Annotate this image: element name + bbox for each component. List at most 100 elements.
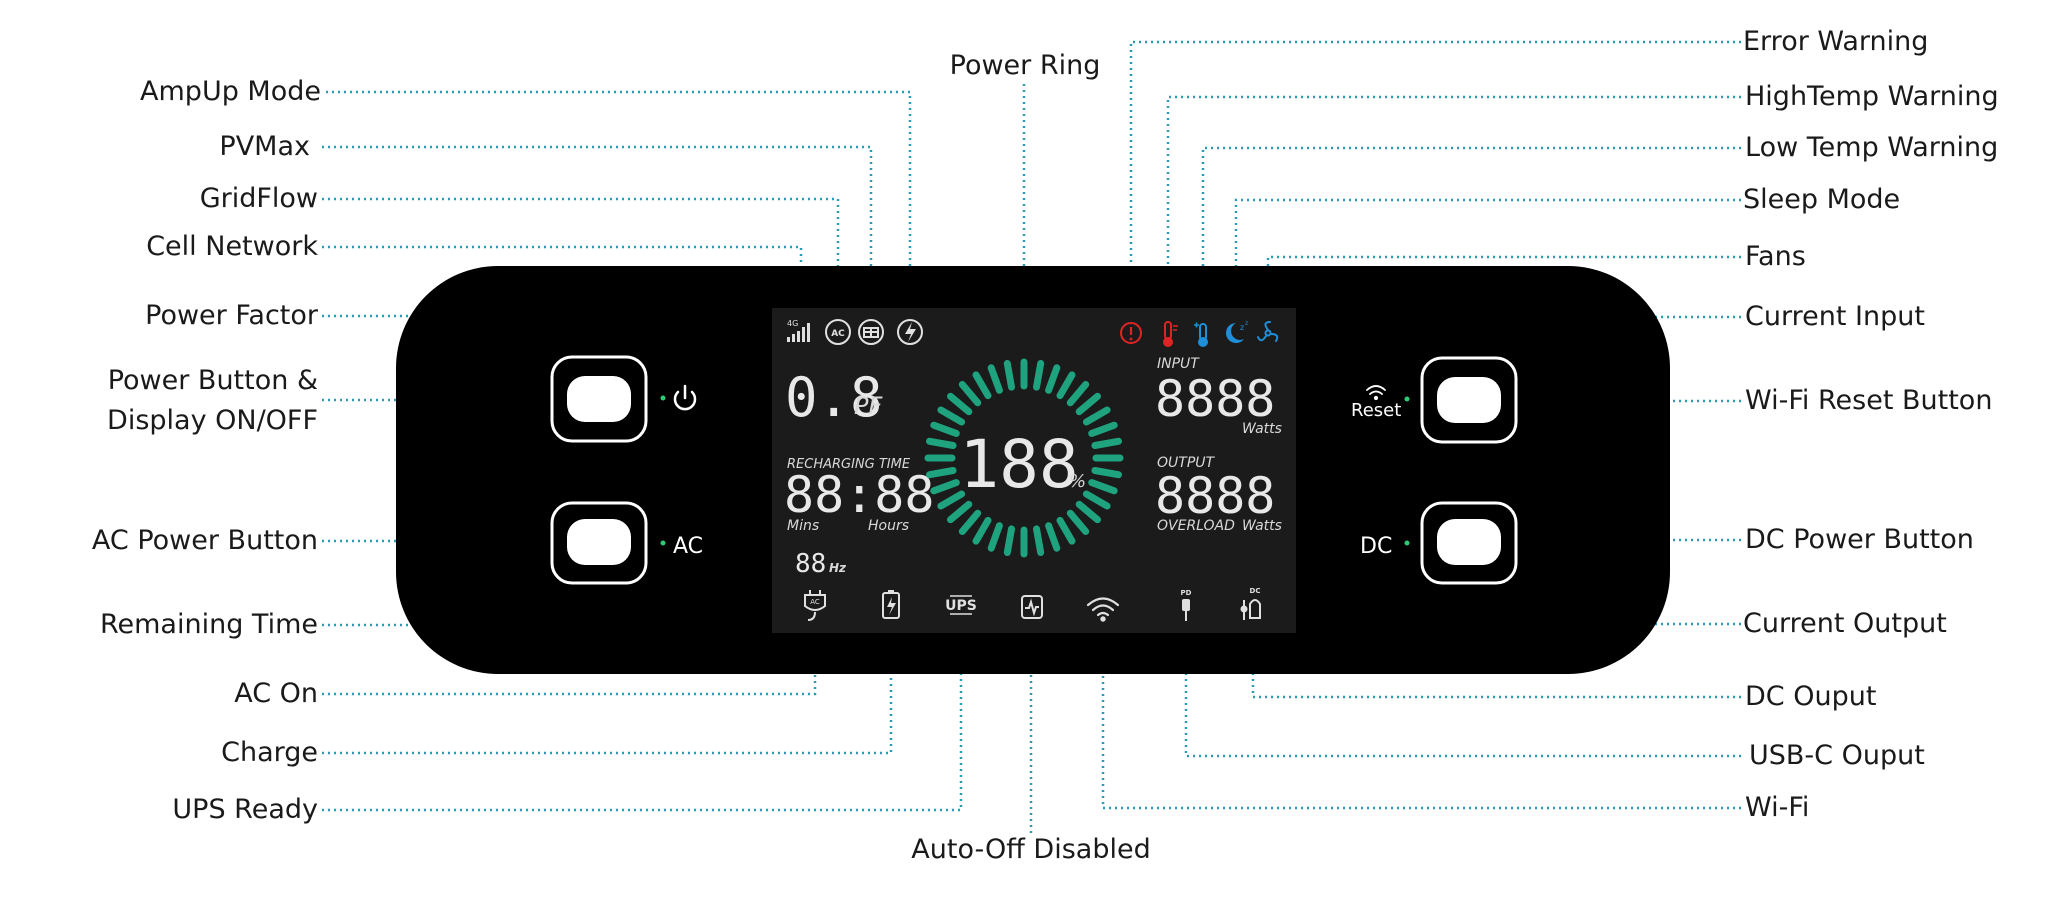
sleep-mode-icon: z z [1226, 320, 1248, 343]
svg-text:4G: 4G [787, 319, 798, 328]
hightemp-warning-icon [1163, 321, 1178, 347]
ampup-mode-icon [897, 319, 923, 345]
pvmax-icon [858, 319, 884, 345]
label-remaining-time: Remaining Time [99, 609, 318, 640]
power-factor-unit: PF [854, 392, 883, 420]
svg-text:z: z [1240, 323, 1244, 332]
ring-segment [987, 364, 1003, 394]
ring-segment [926, 467, 957, 479]
mins-label: Mins [787, 518, 819, 534]
recharging-time-label: RECHARGING TIME [787, 457, 911, 472]
dc-button-label: DC [1360, 534, 1392, 559]
power-button[interactable] [550, 355, 648, 443]
wifi-icon [1086, 597, 1120, 622]
ring-value: 188 [959, 426, 1078, 503]
label-power-button-line2: Display ON/OFF [107, 405, 318, 436]
usbc-output-icon: PD [1181, 589, 1192, 621]
power-led [660, 395, 666, 401]
ring-segment [1088, 421, 1118, 437]
ring-segment [1045, 522, 1061, 552]
ring-segment [947, 392, 973, 416]
ring-segment [1082, 406, 1111, 426]
dc-power-button[interactable] [1420, 501, 1518, 585]
ring-segment [1082, 490, 1111, 510]
wifi-reset-button[interactable] [1420, 356, 1518, 444]
lcd-screen [772, 308, 1296, 633]
ring-segment [1075, 392, 1101, 416]
gridflow-icon: AC [825, 319, 851, 345]
reset-led [1404, 396, 1410, 402]
svg-text:UPS: UPS [945, 598, 977, 614]
ring-segment [937, 490, 966, 510]
label-error-warning: Error Warning [1743, 26, 1929, 57]
ring-segment [1003, 525, 1015, 556]
ac-power-button[interactable] [550, 501, 648, 585]
ring-segment [926, 437, 957, 449]
ring-segment [958, 509, 982, 535]
hours-label: Hours [868, 518, 909, 534]
power-icon [673, 384, 697, 411]
label-ampup-mode: AmpUp Mode [140, 76, 321, 107]
ring-segment [972, 371, 992, 400]
error-warning-icon [1120, 322, 1142, 344]
label-ac-power-button: AC Power Button [91, 525, 318, 556]
ring-segment [1056, 371, 1076, 400]
ups-ready-icon: UPS [945, 595, 977, 615]
svg-text:z: z [1245, 320, 1248, 327]
ring-segment [1045, 364, 1061, 394]
output-value: 8888 [1155, 467, 1275, 525]
overload-label: OVERLOAD [1157, 518, 1235, 534]
ring-segment [1091, 437, 1122, 449]
input-label: INPUT [1157, 356, 1200, 372]
ring-segment [987, 522, 1003, 552]
auto-off-disabled-icon [1021, 595, 1043, 619]
dc-led [1404, 540, 1410, 546]
label-current-output: Current Output [1743, 608, 1947, 639]
power-factor-value: 0.8 [785, 366, 883, 429]
hz-value: 88 [795, 549, 826, 579]
output-label: OUTPUT [1157, 455, 1216, 471]
input-unit: Watts [1242, 421, 1282, 437]
ring-segment [1033, 360, 1045, 391]
label-current-input: Current Input [1745, 301, 1925, 332]
ring-segment [947, 500, 973, 524]
label-lowtemp-warning: Low Temp Warning [1745, 132, 1999, 163]
label-wifi: Wi-Fi [1745, 792, 1810, 823]
label-power-factor: Power Factor [145, 300, 318, 331]
svg-text:PD: PD [1181, 589, 1192, 597]
svg-text:DC: DC [1250, 587, 1261, 595]
label-wifi-reset-button: Wi-Fi Reset Button [1745, 385, 1993, 416]
label-usbc-output: USB-C Ouput [1749, 740, 1925, 771]
charge-icon [882, 590, 900, 619]
ring-segment [958, 381, 982, 407]
label-hightemp-warning: HighTemp Warning [1745, 81, 1999, 112]
svg-text:AC: AC [810, 598, 820, 606]
ring-segment [972, 516, 992, 545]
label-gridflow: GridFlow [199, 183, 318, 214]
label-pvmax: PVMax [219, 131, 310, 162]
ring-segment [1003, 360, 1015, 391]
label-charge: Charge [221, 737, 318, 768]
ring-segment [1088, 479, 1118, 495]
label-dc-power-button: DC Power Button [1745, 524, 1974, 555]
ring-segment [1075, 500, 1101, 524]
dc-output-icon: DC [1240, 587, 1261, 620]
ring-segment [937, 406, 966, 426]
hz-unit: Hz [829, 561, 847, 575]
input-value: 8888 [1155, 370, 1275, 428]
reset-wifi-icon [1366, 385, 1386, 401]
ring-segment [930, 421, 960, 437]
svg-text:AC: AC [831, 329, 845, 339]
label-auto-off-disabled: Auto-Off Disabled [911, 834, 1151, 865]
label-ac-on: AC On [234, 678, 318, 709]
label-dc-output: DC Ouput [1745, 681, 1877, 712]
label-ups-ready: UPS Ready [172, 794, 318, 825]
ring-unit: % [1069, 471, 1086, 492]
label-cell-network: Cell Network [146, 231, 318, 262]
ring-segment [1033, 525, 1045, 556]
label-power-ring: Power Ring [949, 50, 1101, 81]
fans-icon [1257, 321, 1279, 342]
cell-network-icon: 4G [787, 319, 810, 342]
